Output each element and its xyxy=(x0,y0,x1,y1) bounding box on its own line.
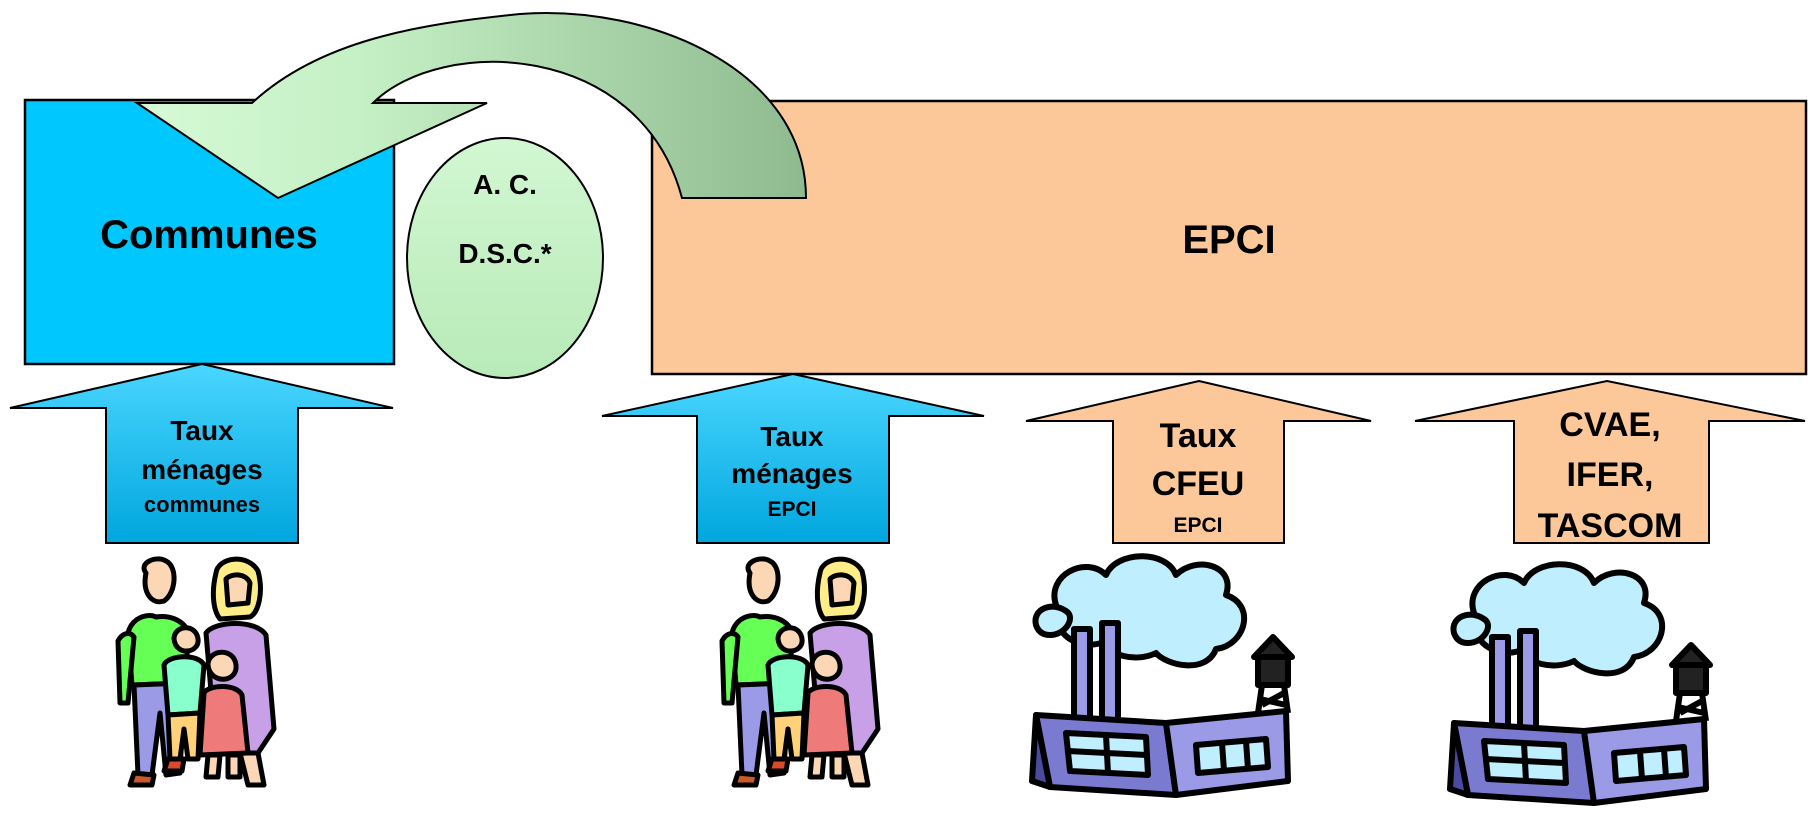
ac-dsc-ellipse xyxy=(406,137,604,379)
communes-label: Communes xyxy=(100,213,318,257)
arrow-cfeu: Taux CFEU EPCI xyxy=(1025,379,1372,544)
arrow1-line3: communes xyxy=(144,492,260,517)
arrow1-line2: ménages xyxy=(141,454,262,485)
arrow4-line3: TASCOM xyxy=(1538,507,1683,545)
arrow2-line1: Taux xyxy=(760,421,824,452)
family-icon xyxy=(118,559,274,785)
arrow3-line1: Taux xyxy=(1160,417,1237,455)
arrow3-line2: CFEU xyxy=(1152,465,1245,503)
arrow1-line1: Taux xyxy=(170,415,234,446)
curved-transfer-arrow xyxy=(133,12,808,200)
arrow3-line3: EPCI xyxy=(1173,514,1222,537)
factory-icon xyxy=(1032,556,1292,795)
epci-label: EPCI xyxy=(1182,218,1275,262)
ellipse-line1: A. C. xyxy=(473,169,537,200)
arrow-cvae: CVAE, IFER, TASCOM xyxy=(1414,379,1806,545)
arrow4-line2: IFER, xyxy=(1567,456,1654,494)
arrow4-line1: CVAE, xyxy=(1559,406,1660,444)
family-icon xyxy=(722,559,878,785)
factory-icon xyxy=(1450,564,1710,803)
arrow2-line2: ménages xyxy=(731,458,852,489)
arrow2-line3: EPCI xyxy=(767,498,816,521)
epci-box xyxy=(650,99,1808,376)
ellipse-line2: D.S.C.* xyxy=(458,238,551,269)
arrow-menages-epci: Taux ménages EPCI xyxy=(601,372,985,544)
arrow-menages-communes: Taux ménages communes xyxy=(9,362,394,544)
